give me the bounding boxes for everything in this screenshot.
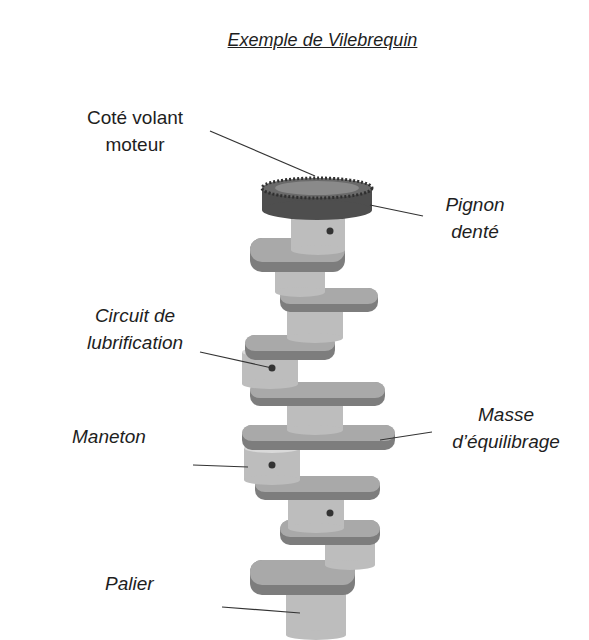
journal-bottom (286, 630, 346, 640)
leader-line (210, 131, 315, 176)
diagram-title: Exemple de Vilebrequin (28, 30, 589, 51)
part-label: Masse d’équilibrage (430, 401, 582, 455)
leader-line (370, 205, 423, 216)
leader-line (222, 607, 300, 613)
leader-line (200, 352, 272, 368)
leader-line (380, 432, 432, 440)
part-label: Circuit de lubrification (60, 302, 210, 356)
gear-hub (275, 181, 359, 195)
journal-bottom (287, 333, 343, 343)
crankpin-bottom (325, 560, 375, 570)
journal-bottom (288, 523, 344, 533)
crankpin-bottom (242, 379, 298, 389)
gear-bottom (262, 200, 372, 220)
gear-teeth (262, 178, 372, 198)
leader-line (193, 465, 248, 467)
crank-web-face (242, 425, 395, 441)
crank-web (242, 425, 395, 450)
journal-bottom (287, 425, 343, 435)
crankpin-bottom (275, 287, 325, 297)
part-label: Coté volant moteur (62, 104, 208, 158)
oil-hole (269, 462, 276, 469)
part-label: Pignon denté (420, 191, 530, 245)
oil-hole (327, 510, 334, 517)
part-label: Maneton (72, 423, 182, 450)
journal-bottom (291, 245, 345, 255)
oil-hole (327, 228, 334, 235)
crankpin-bottom (244, 475, 300, 485)
part-label: Palier (105, 570, 195, 597)
